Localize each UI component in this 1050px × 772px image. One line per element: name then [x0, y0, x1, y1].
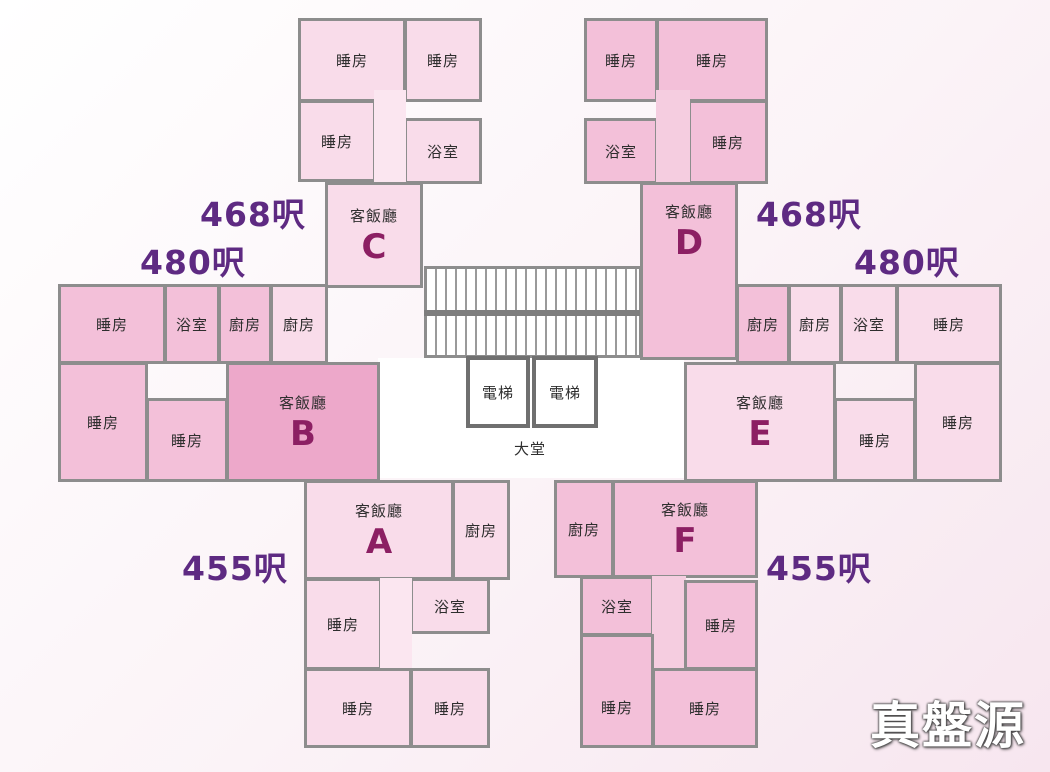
unit-c-bathroom: 浴室 — [404, 118, 482, 184]
unit-f-bedroom-2: 睡房 — [580, 634, 654, 748]
unit-d-corridor — [656, 90, 690, 184]
unit-e-bedroom-2: 睡房 — [834, 398, 916, 482]
unit-c-bedroom-3: 睡房 — [298, 100, 376, 182]
unit-e-bedroom-1: 睡房 — [896, 284, 1002, 364]
unit-e-bedroom-3: 睡房 — [914, 362, 1002, 482]
room-label: 浴室 — [600, 597, 633, 616]
room-label: 睡房 — [941, 413, 974, 432]
unit-c-living-dining: 客飯廳 C — [325, 182, 423, 288]
room-label: 睡房 — [600, 698, 633, 717]
room-label: 廚房 — [282, 315, 315, 334]
room-label: 睡房 — [320, 132, 353, 151]
area-label-c: 468呎 — [200, 195, 306, 234]
room-label: 客飯廳 — [735, 393, 784, 412]
unit-d-bathroom: 浴室 — [584, 118, 658, 184]
room-label: 睡房 — [86, 413, 119, 432]
room-label: 睡房 — [711, 133, 744, 152]
room-label: 睡房 — [704, 616, 737, 635]
unit-a-bedroom-3: 睡房 — [410, 668, 490, 748]
room-label: 廚房 — [228, 315, 261, 334]
unit-c-bedroom-1: 睡房 — [298, 18, 406, 102]
room-label: 客飯廳 — [278, 393, 327, 412]
unit-b-bedroom-3: 睡房 — [146, 398, 228, 482]
elevator-1: 電梯 — [466, 356, 530, 428]
room-label: 客飯廳 — [349, 206, 398, 225]
room-label: 電梯 — [481, 383, 514, 402]
room-label: 浴室 — [852, 315, 885, 334]
room-label: 睡房 — [335, 51, 368, 70]
unit-a-kitchen: 廚房 — [452, 480, 510, 580]
area-label-e: 480呎 — [854, 243, 960, 282]
room-label: 睡房 — [341, 699, 374, 718]
unit-letter-c: C — [361, 226, 387, 267]
unit-a-bathroom: 浴室 — [410, 578, 490, 634]
room-label: 客飯廳 — [664, 202, 713, 221]
room-label: 睡房 — [326, 615, 359, 634]
unit-d-bedroom-1: 睡房 — [584, 18, 658, 102]
unit-f-bathroom: 浴室 — [580, 576, 654, 636]
unit-b-bathroom: 浴室 — [164, 284, 220, 364]
unit-f-kitchen: 廚房 — [554, 480, 614, 578]
watermark-text: 真盤源 — [870, 697, 1026, 755]
area-label-a: 455呎 — [182, 549, 288, 588]
unit-c-corridor — [374, 90, 406, 184]
room-label: 廚房 — [746, 315, 779, 334]
unit-letter-f: F — [673, 520, 697, 561]
unit-letter-a: A — [365, 521, 393, 562]
unit-letter-b: B — [290, 413, 316, 454]
unit-d-kitchen: 廚房 — [736, 284, 790, 364]
unit-d-bedroom-3: 睡房 — [688, 100, 768, 184]
unit-letter-d: D — [674, 222, 704, 263]
unit-b-kitchen: 廚房 — [218, 284, 272, 364]
unit-a-bedroom-1: 睡房 — [304, 578, 382, 670]
unit-f-living-dining: 客飯廳 F — [612, 480, 758, 578]
unit-f-corridor — [652, 576, 686, 670]
room-label: 大堂 — [513, 440, 546, 458]
room-label: 浴室 — [426, 142, 459, 161]
unit-e-living-dining: 客飯廳 E — [684, 362, 836, 482]
room-label: 睡房 — [858, 431, 891, 450]
room-label: 浴室 — [433, 597, 466, 616]
room-label: 睡房 — [688, 699, 721, 718]
unit-a-living-dining: 客飯廳 A — [304, 480, 454, 580]
room-label: 客飯廳 — [660, 500, 709, 519]
room-label: 客飯廳 — [354, 501, 403, 520]
area-label-d: 468呎 — [756, 195, 862, 234]
room-label: 電梯 — [548, 383, 581, 402]
unit-b-bedroom-1: 睡房 — [58, 284, 166, 364]
room-label: 睡房 — [932, 315, 965, 334]
unit-c-kitchen: 廚房 — [270, 284, 328, 364]
room-label: 睡房 — [170, 431, 203, 450]
unit-d-bedroom-2: 睡房 — [656, 18, 768, 102]
unit-f-bedroom-1: 睡房 — [684, 580, 758, 670]
room-label: 睡房 — [433, 699, 466, 718]
area-label-f: 455呎 — [766, 549, 872, 588]
room-label: 睡房 — [95, 315, 128, 334]
area-label-b: 480呎 — [140, 243, 246, 282]
room-label: 浴室 — [604, 142, 637, 161]
room-label: 廚房 — [567, 520, 600, 539]
unit-a-bedroom-2: 睡房 — [304, 668, 412, 748]
unit-b-bedroom-2: 睡房 — [58, 362, 148, 482]
unit-f-bedroom-3: 睡房 — [652, 668, 758, 748]
lobby-area — [378, 358, 684, 478]
unit-b-living-dining: 客飯廳 B — [226, 362, 380, 482]
elevator-2: 電梯 — [532, 356, 598, 428]
room-label: 睡房 — [604, 51, 637, 70]
room-label: 睡房 — [695, 51, 728, 70]
unit-e-bathroom: 浴室 — [840, 284, 898, 364]
lobby-label: 大堂 — [500, 438, 560, 459]
unit-letter-e: E — [748, 413, 772, 454]
unit-e-kitchen: 廚房 — [788, 284, 842, 364]
staircase-landing — [424, 310, 642, 316]
room-label: 睡房 — [426, 51, 459, 70]
room-label: 廚房 — [798, 315, 831, 334]
unit-a-corridor — [380, 578, 412, 670]
room-label: 廚房 — [464, 521, 497, 540]
unit-c-bedroom-2: 睡房 — [404, 18, 482, 102]
room-label: 浴室 — [175, 315, 208, 334]
unit-d-living-dining: 客飯廳 D — [640, 182, 738, 360]
